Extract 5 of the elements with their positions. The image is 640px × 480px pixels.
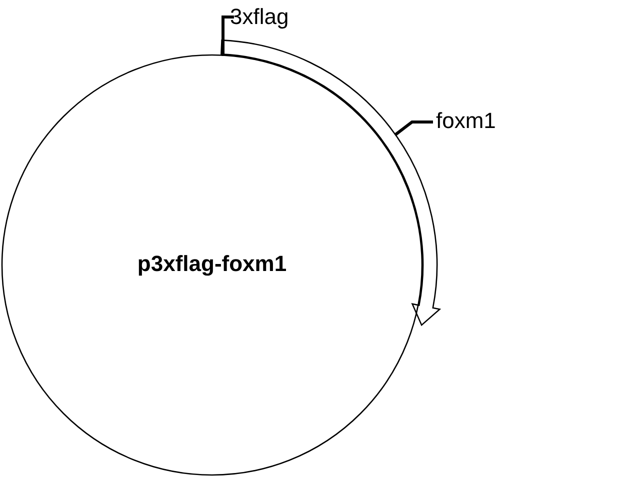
feature-label: 3xflag: [230, 4, 289, 30]
leader-line: [222, 16, 234, 56]
plasmid-name: p3xflag-foxm1: [137, 251, 287, 277]
leader-line: [394, 120, 433, 136]
feature-label: foxm1: [436, 108, 496, 134]
